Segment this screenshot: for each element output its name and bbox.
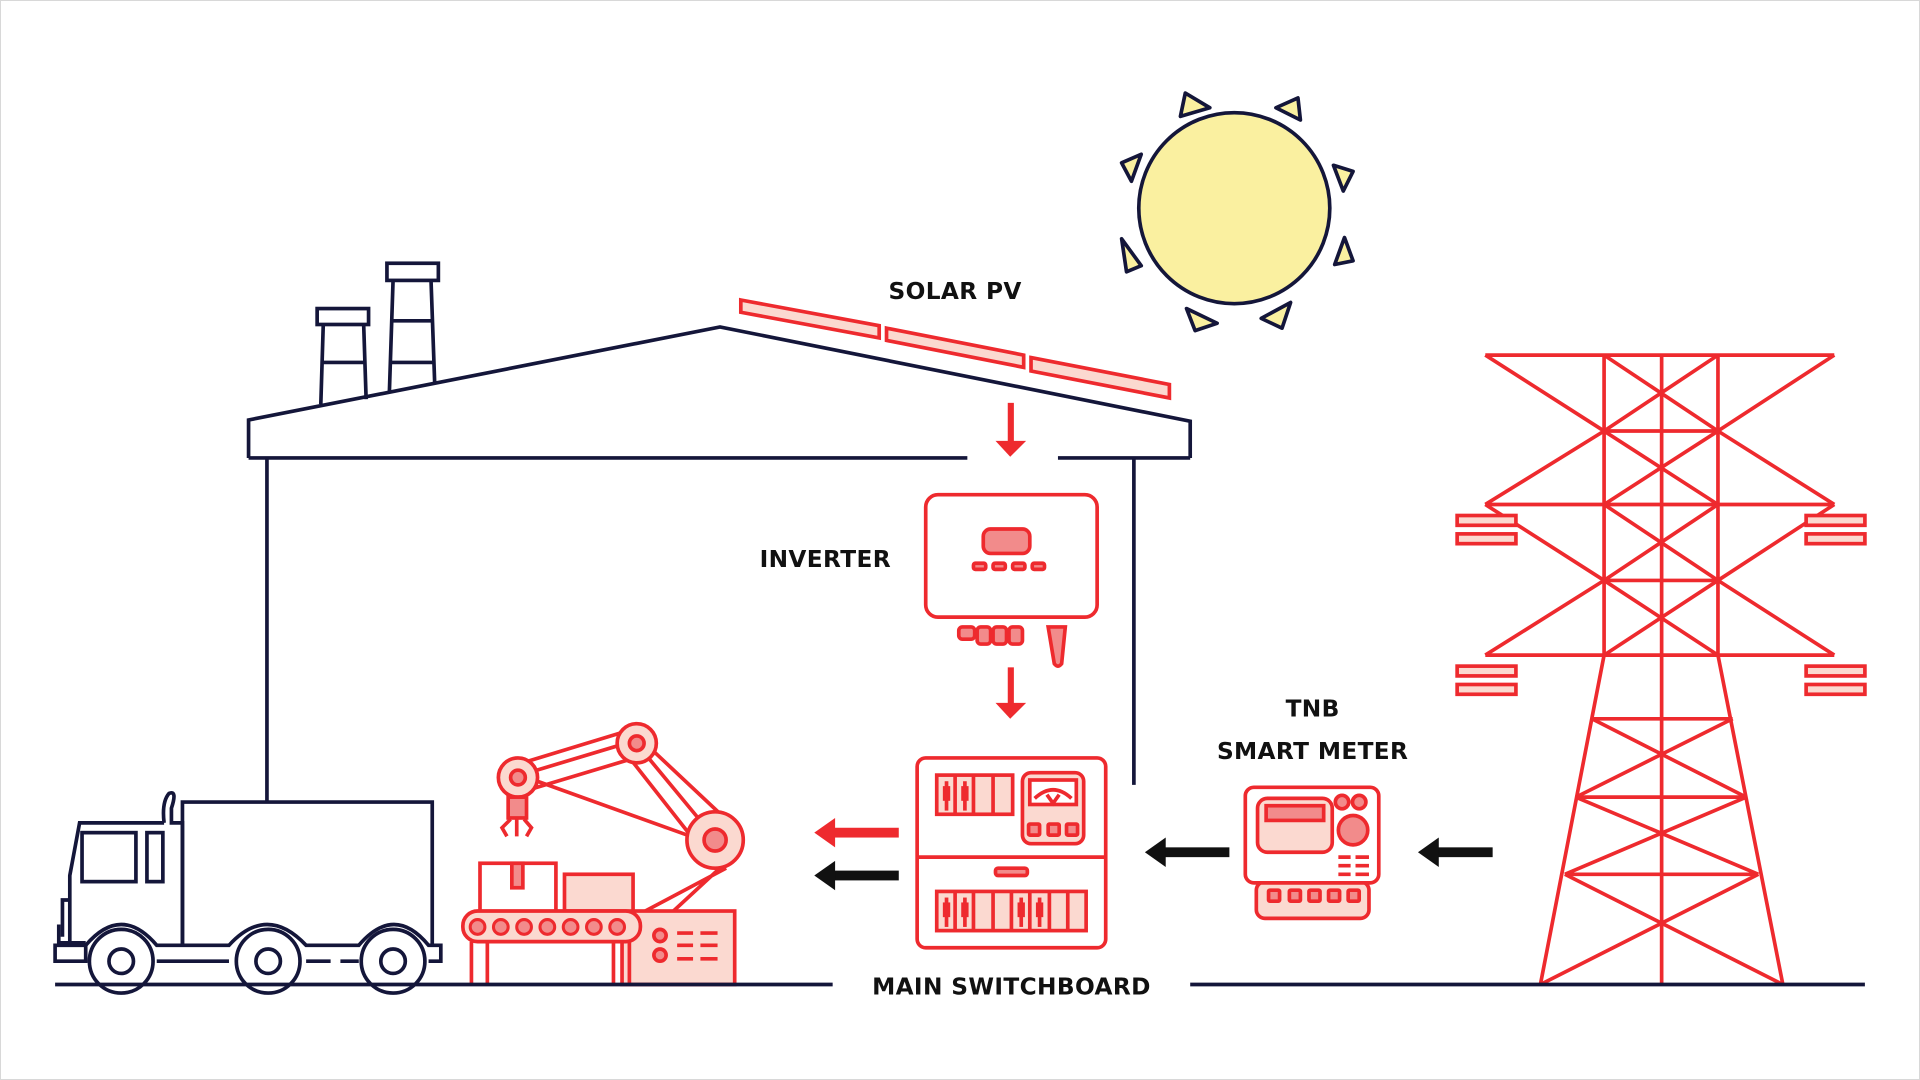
arrow-left-black-icon [1144, 837, 1230, 867]
chimney-icon [315, 261, 441, 405]
arrow-down-icon [995, 667, 1027, 719]
arrow-left-red-icon [814, 817, 899, 848]
transmission-tower-icon [1455, 353, 1867, 987]
main-switchboard-icon [915, 756, 1108, 950]
inverter-label: INVERTER [760, 546, 891, 573]
smart-meter-icon [1243, 785, 1381, 921]
arrow-down-icon [995, 402, 1027, 457]
solar-pv-panels [738, 297, 1172, 401]
factory-building [246, 325, 1193, 803]
arrow-left-black-icon [1417, 837, 1493, 867]
solar-pv-label: SOLAR PV [888, 278, 1021, 305]
sun-icon [1119, 91, 1355, 333]
tnb-label: TNB [1286, 695, 1340, 722]
inverter-icon [923, 492, 1099, 668]
truck-icon [53, 791, 443, 995]
smart-meter-label: SMART METER [1217, 738, 1408, 765]
robot-arm-icon [461, 721, 746, 987]
main-switchboard-label: MAIN SWITCHBOARD [872, 973, 1151, 1000]
arrow-left-black-icon [814, 860, 899, 891]
